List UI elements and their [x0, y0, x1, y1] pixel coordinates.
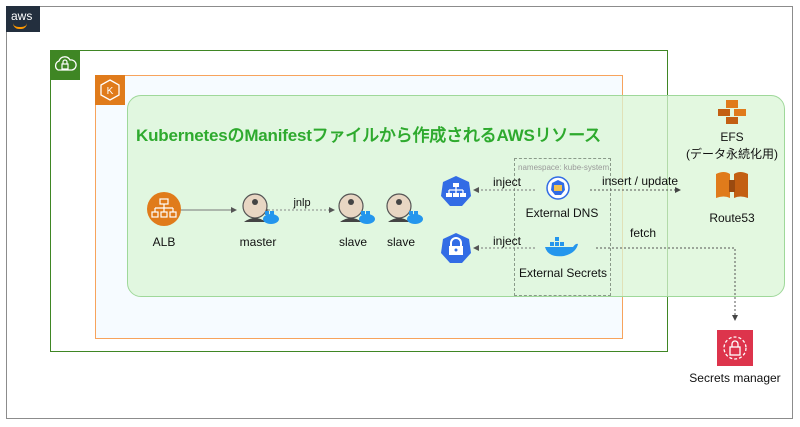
secrets-manager-icon	[717, 330, 753, 366]
aws-logo: aws	[6, 6, 40, 32]
efs-label: EFS	[720, 130, 744, 144]
alb-label: ALB	[152, 235, 176, 249]
route53-label: Route53	[709, 211, 755, 225]
external-dns-label: External DNS	[525, 206, 599, 220]
aws-cloud-boundary	[6, 6, 793, 419]
external-secrets-label: External Secrets	[518, 266, 608, 280]
master-label: master	[239, 235, 277, 249]
inject-secrets-label: inject	[492, 234, 522, 248]
k8s-secret-icon	[440, 232, 472, 264]
insert-update-label: insert / update	[601, 174, 679, 188]
eks-icon: K	[95, 75, 125, 105]
slave-label: slave	[338, 235, 368, 249]
vpc-lock-icon	[50, 50, 80, 80]
efs-icon	[714, 98, 750, 126]
jnlp-label: jnlp	[293, 197, 311, 209]
svg-text:K: K	[107, 86, 114, 97]
namespace-box	[514, 158, 611, 296]
aws-logo-text: aws	[11, 9, 33, 23]
slave-label: slave	[386, 235, 416, 249]
k8s-service-icon	[440, 175, 472, 207]
kubernetes-icon	[546, 176, 570, 200]
fetch-edge	[596, 247, 738, 321]
secrets-manager-label: Secrets manager	[689, 371, 781, 385]
docker-icon	[543, 234, 579, 258]
jenkins-icon	[336, 192, 376, 228]
namespace-label: namespace: kube-system	[518, 163, 610, 172]
jenkins-icon	[384, 192, 424, 228]
route53-icon	[712, 168, 752, 204]
jenkins-icon	[240, 192, 280, 228]
alb-icon	[146, 191, 182, 227]
fetch-label: fetch	[629, 226, 657, 240]
diagram-title: KubernetesのManifestファイルから作成されるAWSリソース	[136, 126, 601, 145]
inject-dns-label: inject	[492, 175, 522, 189]
efs-note: (データ永続化用)	[686, 147, 778, 161]
